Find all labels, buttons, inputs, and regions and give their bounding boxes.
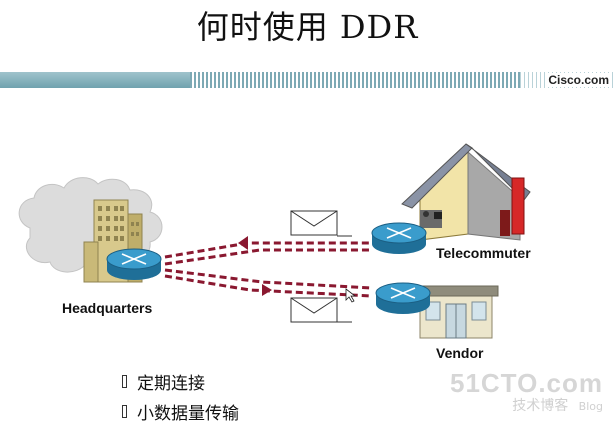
banner-stripes (190, 72, 520, 88)
slide-title: 何时使用 DDR (196, 8, 419, 46)
watermark: 51CTO.com 技术博客 Blog (450, 368, 603, 415)
header-banner (0, 72, 615, 88)
building-icon (83, 199, 143, 283)
bullet-item: 定期连接 (122, 366, 239, 396)
shop-icon (413, 285, 499, 339)
link-hq-telecommuter-1 (164, 241, 370, 259)
arrow-icon (262, 284, 272, 296)
link-hq-vendor-1 (164, 268, 373, 290)
label-telecommuter: Telecommuter (436, 245, 531, 261)
wan-links (164, 241, 373, 298)
bullet-text: 定期连接 (137, 373, 205, 394)
envelope-icon-top (290, 210, 352, 237)
link-hq-telecommuter-2 (164, 248, 370, 266)
watermark-sub: 技术博客 Blog (450, 395, 603, 415)
router-icon-telecommuter (371, 222, 427, 254)
label-vendor: Vendor (436, 345, 484, 361)
watermark-main: 51CTO.com (449, 368, 603, 398)
label-headquarters: Headquarters (62, 300, 153, 316)
router-icon-hq (106, 248, 162, 280)
watermark-blog: Blog (578, 400, 603, 413)
banner-solid (0, 72, 190, 88)
bullet-icon (122, 404, 127, 418)
arrow-icon (238, 236, 248, 250)
router-icon-vendor (375, 282, 431, 314)
bullet-text: 小数据量传输 (137, 403, 239, 424)
cisco-brand: Cisco.com (546, 73, 611, 87)
bullet-list: 定期连接 小数据量传输 (122, 366, 239, 426)
bullet-icon (122, 374, 127, 388)
envelope-icon-bottom (290, 297, 352, 323)
watermark-sub-text: 技术博客 (512, 398, 569, 414)
link-hq-vendor-2 (164, 274, 373, 298)
mouse-cursor-icon (345, 288, 357, 303)
house-icon (401, 143, 531, 241)
bullet-item: 小数据量传输 (122, 396, 239, 426)
link-arrows (238, 236, 272, 296)
